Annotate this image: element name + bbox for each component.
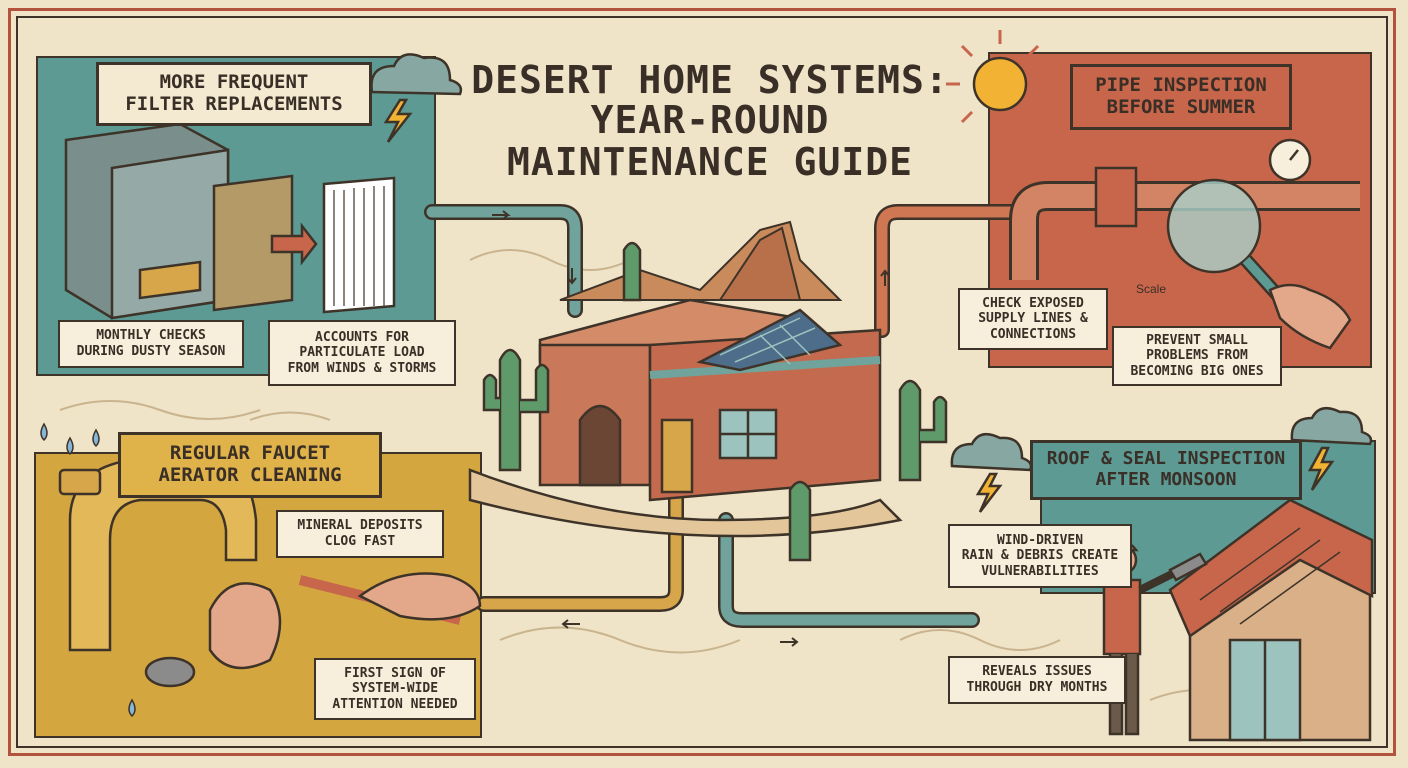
flow-arrows [492, 210, 890, 647]
pipe-note-exposed: CHECK EXPOSED SUPPLY LINES & CONNECTIONS [958, 288, 1108, 350]
inner-border [16, 16, 1388, 748]
roof-heading-line-1: ROOF & SEAL INSPECTION [1046, 448, 1286, 470]
page-title-line-1: DESERT HOME SYSTEMS: [471, 58, 949, 102]
filter-note-particulate-line-1: ACCOUNTS FOR [315, 329, 409, 345]
filter-note-particulate-line-2: PARTICULATE LOAD [299, 345, 425, 361]
storm-cloud-icon-left [950, 432, 1033, 513]
storm-cloud-icon [370, 53, 463, 143]
roof-note-reveals: REVEALS ISSUES THROUGH DRY MONTHS [948, 656, 1126, 704]
filter-note-particulate: ACCOUNTS FOR PARTICULATE LOAD FROM WINDS… [268, 320, 456, 386]
roof-heading-line-2: AFTER MONSOON [1095, 469, 1237, 490]
sun-icon [946, 30, 1054, 138]
pipe-note-prevent: PREVENT SMALL PROBLEMS FROM BECOMING BIG… [1112, 326, 1282, 386]
pipe-heading: PIPE INSPECTION BEFORE SUMMER [1070, 64, 1292, 130]
roof-note-wind-driven-line-3: VULNERABILITIES [981, 563, 1099, 579]
roof-note-wind-driven: WIND-DRIVEN RAIN & DEBRIS CREATE VULNERA… [948, 524, 1132, 588]
pipe-note-exposed-line-3: CONNECTIONS [989, 326, 1077, 342]
pipe-heading-line-2: BEFORE SUMMER [1106, 96, 1256, 118]
faucet-heading-line-1: REGULAR FAUCET [169, 442, 331, 465]
filter-note-particulate-line-3: FROM WINDS & STORMS [287, 360, 437, 376]
filter-note-monthly-line-1: MONTHLY CHECKS [96, 328, 206, 344]
filter-note-monthly: MONTHLY CHECKS DURING DUSTY SEASON [58, 320, 244, 368]
pipe-note-exposed-line-2: SUPPLY LINES & [978, 311, 1088, 327]
faucet-note-mineral: MINERAL DEPOSITS CLOG FAST [276, 510, 444, 558]
roof-note-wind-driven-line-1: WIND-DRIVEN [996, 532, 1084, 548]
faucet-note-first-sign-line-3: ATTENTION NEEDED [332, 696, 458, 712]
faucet-note-first-sign: FIRST SIGN OF SYSTEM-WIDE ATTENTION NEED… [314, 658, 476, 720]
connecting-pipes [424, 204, 1020, 628]
pipe-note-prevent-line-2: PROBLEMS FROM [1146, 348, 1248, 364]
faucet-note-first-sign-line-2: SYSTEM-WIDE [351, 681, 439, 697]
scale-callout: Scale [1136, 282, 1167, 296]
filter-heading: MORE FREQUENT FILTER REPLACEMENTS [96, 62, 372, 126]
faucet-note-mineral-line-1: MINERAL DEPOSITS [297, 518, 423, 534]
roof-note-reveals-line-2: THROUGH DRY MONTHS [966, 680, 1108, 695]
storm-cloud-icon-right [1290, 406, 1373, 491]
faucet-note-mineral-line-2: CLOG FAST [324, 534, 396, 549]
faucet-heading: REGULAR FAUCET AERATOR CLEANING [118, 432, 382, 498]
roof-note-wind-driven-line-2: RAIN & DEBRIS CREATE [961, 548, 1119, 564]
roof-heading: ROOF & SEAL INSPECTION AFTER MONSOON [1030, 440, 1302, 500]
faucet-heading-line-2: AERATOR CLEANING [158, 464, 342, 486]
pipe-note-exposed-line-1: CHECK EXPOSED [982, 295, 1084, 311]
page-title-line-2: YEAR-ROUND [590, 98, 830, 142]
filter-note-monthly-line-2: DURING DUSTY SEASON [76, 344, 226, 359]
pipe-inspection-illustration [1009, 138, 1360, 350]
page-title-line-3: MAINTENANCE GUIDE [507, 140, 913, 184]
pipe-note-prevent-line-1: PREVENT SMALL [1146, 332, 1248, 348]
pipe-note-prevent-line-3: BECOMING BIG ONES [1130, 363, 1264, 379]
hvac-unit-illustration [64, 122, 396, 320]
faucet-illustration [58, 458, 482, 688]
outer-border [8, 8, 1396, 756]
cacti [482, 241, 948, 562]
faucet-note-first-sign-line-1: FIRST SIGN OF [344, 665, 446, 681]
roof-note-reveals-line-1: REVEALS ISSUES [982, 664, 1092, 680]
filter-heading-line-2: FILTER REPLACEMENTS [125, 93, 343, 115]
filter-heading-line-1: MORE FREQUENT [159, 71, 309, 94]
pipe-heading-line-1: PIPE INSPECTION [1095, 74, 1267, 97]
water-drops [40, 422, 136, 718]
